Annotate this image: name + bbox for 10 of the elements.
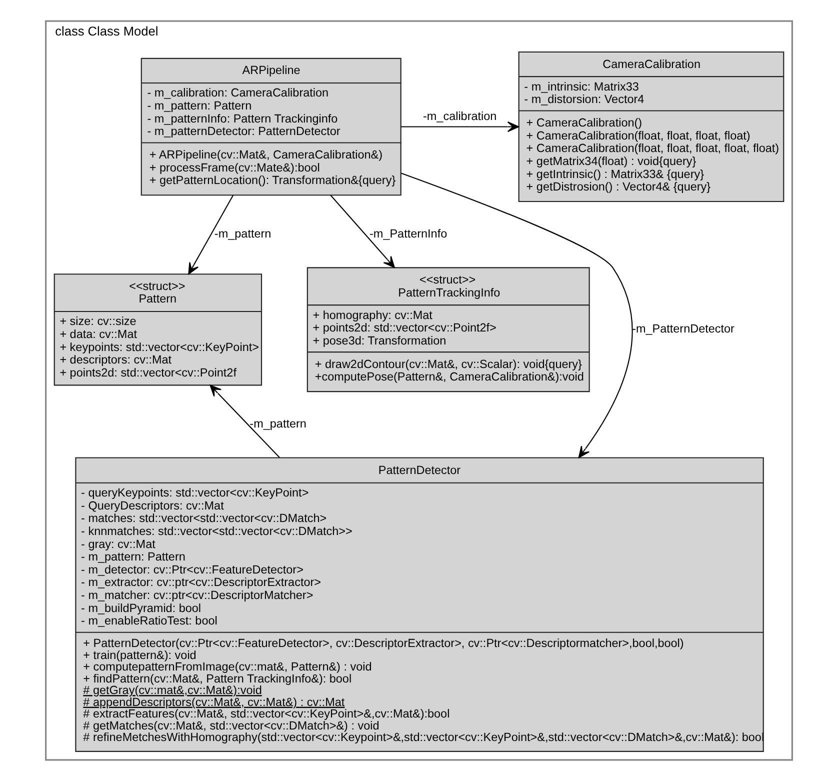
- edge-label: -m_pattern: [214, 228, 271, 241]
- arrow: [400, 172, 632, 458]
- arrow: [330, 194, 394, 268]
- edge-label: -m_PatternDetector: [632, 322, 734, 336]
- edge-label: -m_PatternInfo: [369, 228, 447, 241]
- edge-label: -m_pattern: [249, 418, 306, 431]
- arrow: [209, 384, 280, 458]
- arrow: [400, 121, 519, 132]
- arrow: [188, 194, 234, 275]
- edge-label: -m_calibration: [422, 110, 496, 124]
